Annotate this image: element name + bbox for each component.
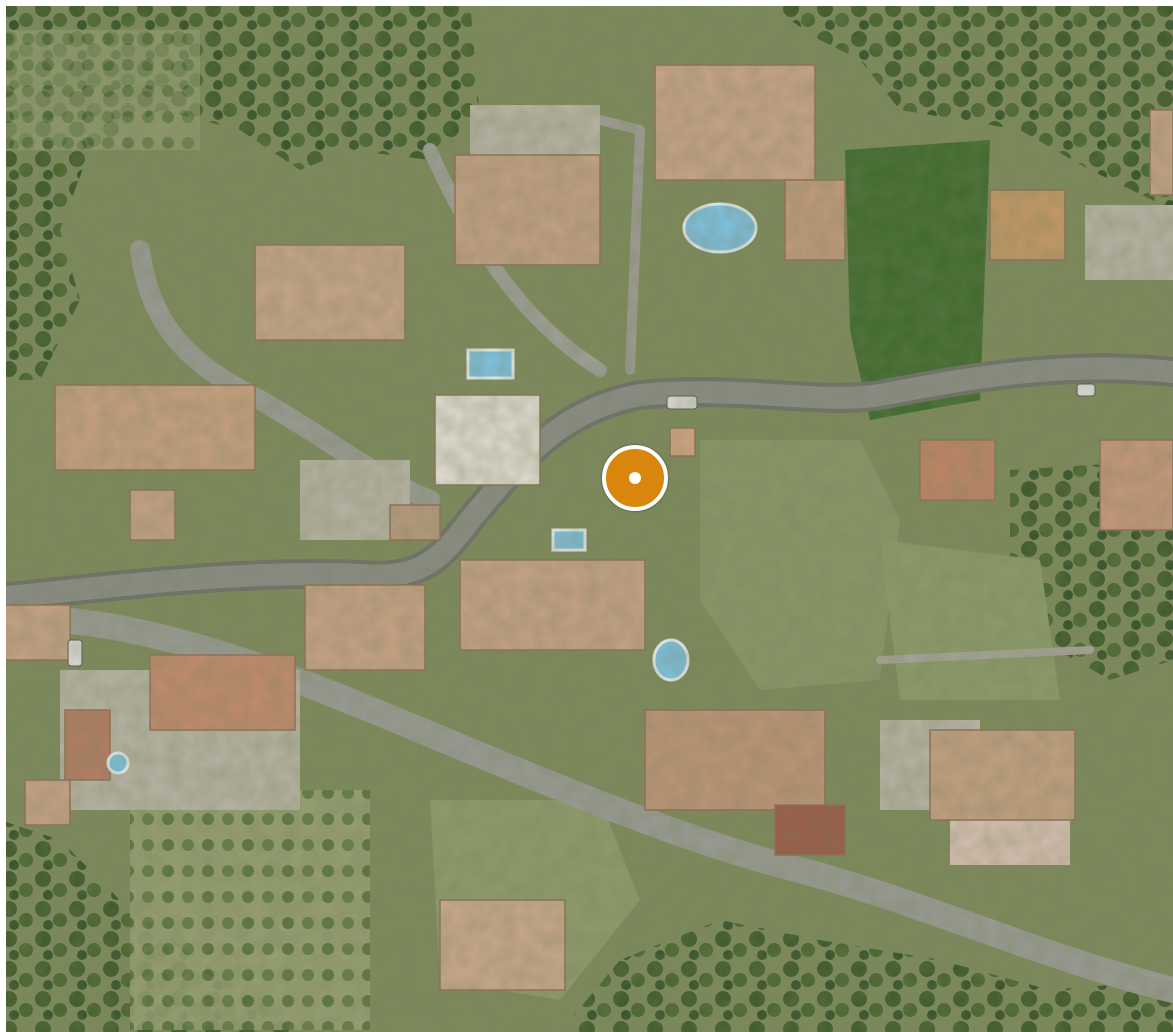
frame-edge-top xyxy=(0,0,1173,6)
location-marker[interactable] xyxy=(602,445,668,511)
location-marker-center-dot xyxy=(629,472,641,484)
frame-edge-left xyxy=(0,0,6,1032)
